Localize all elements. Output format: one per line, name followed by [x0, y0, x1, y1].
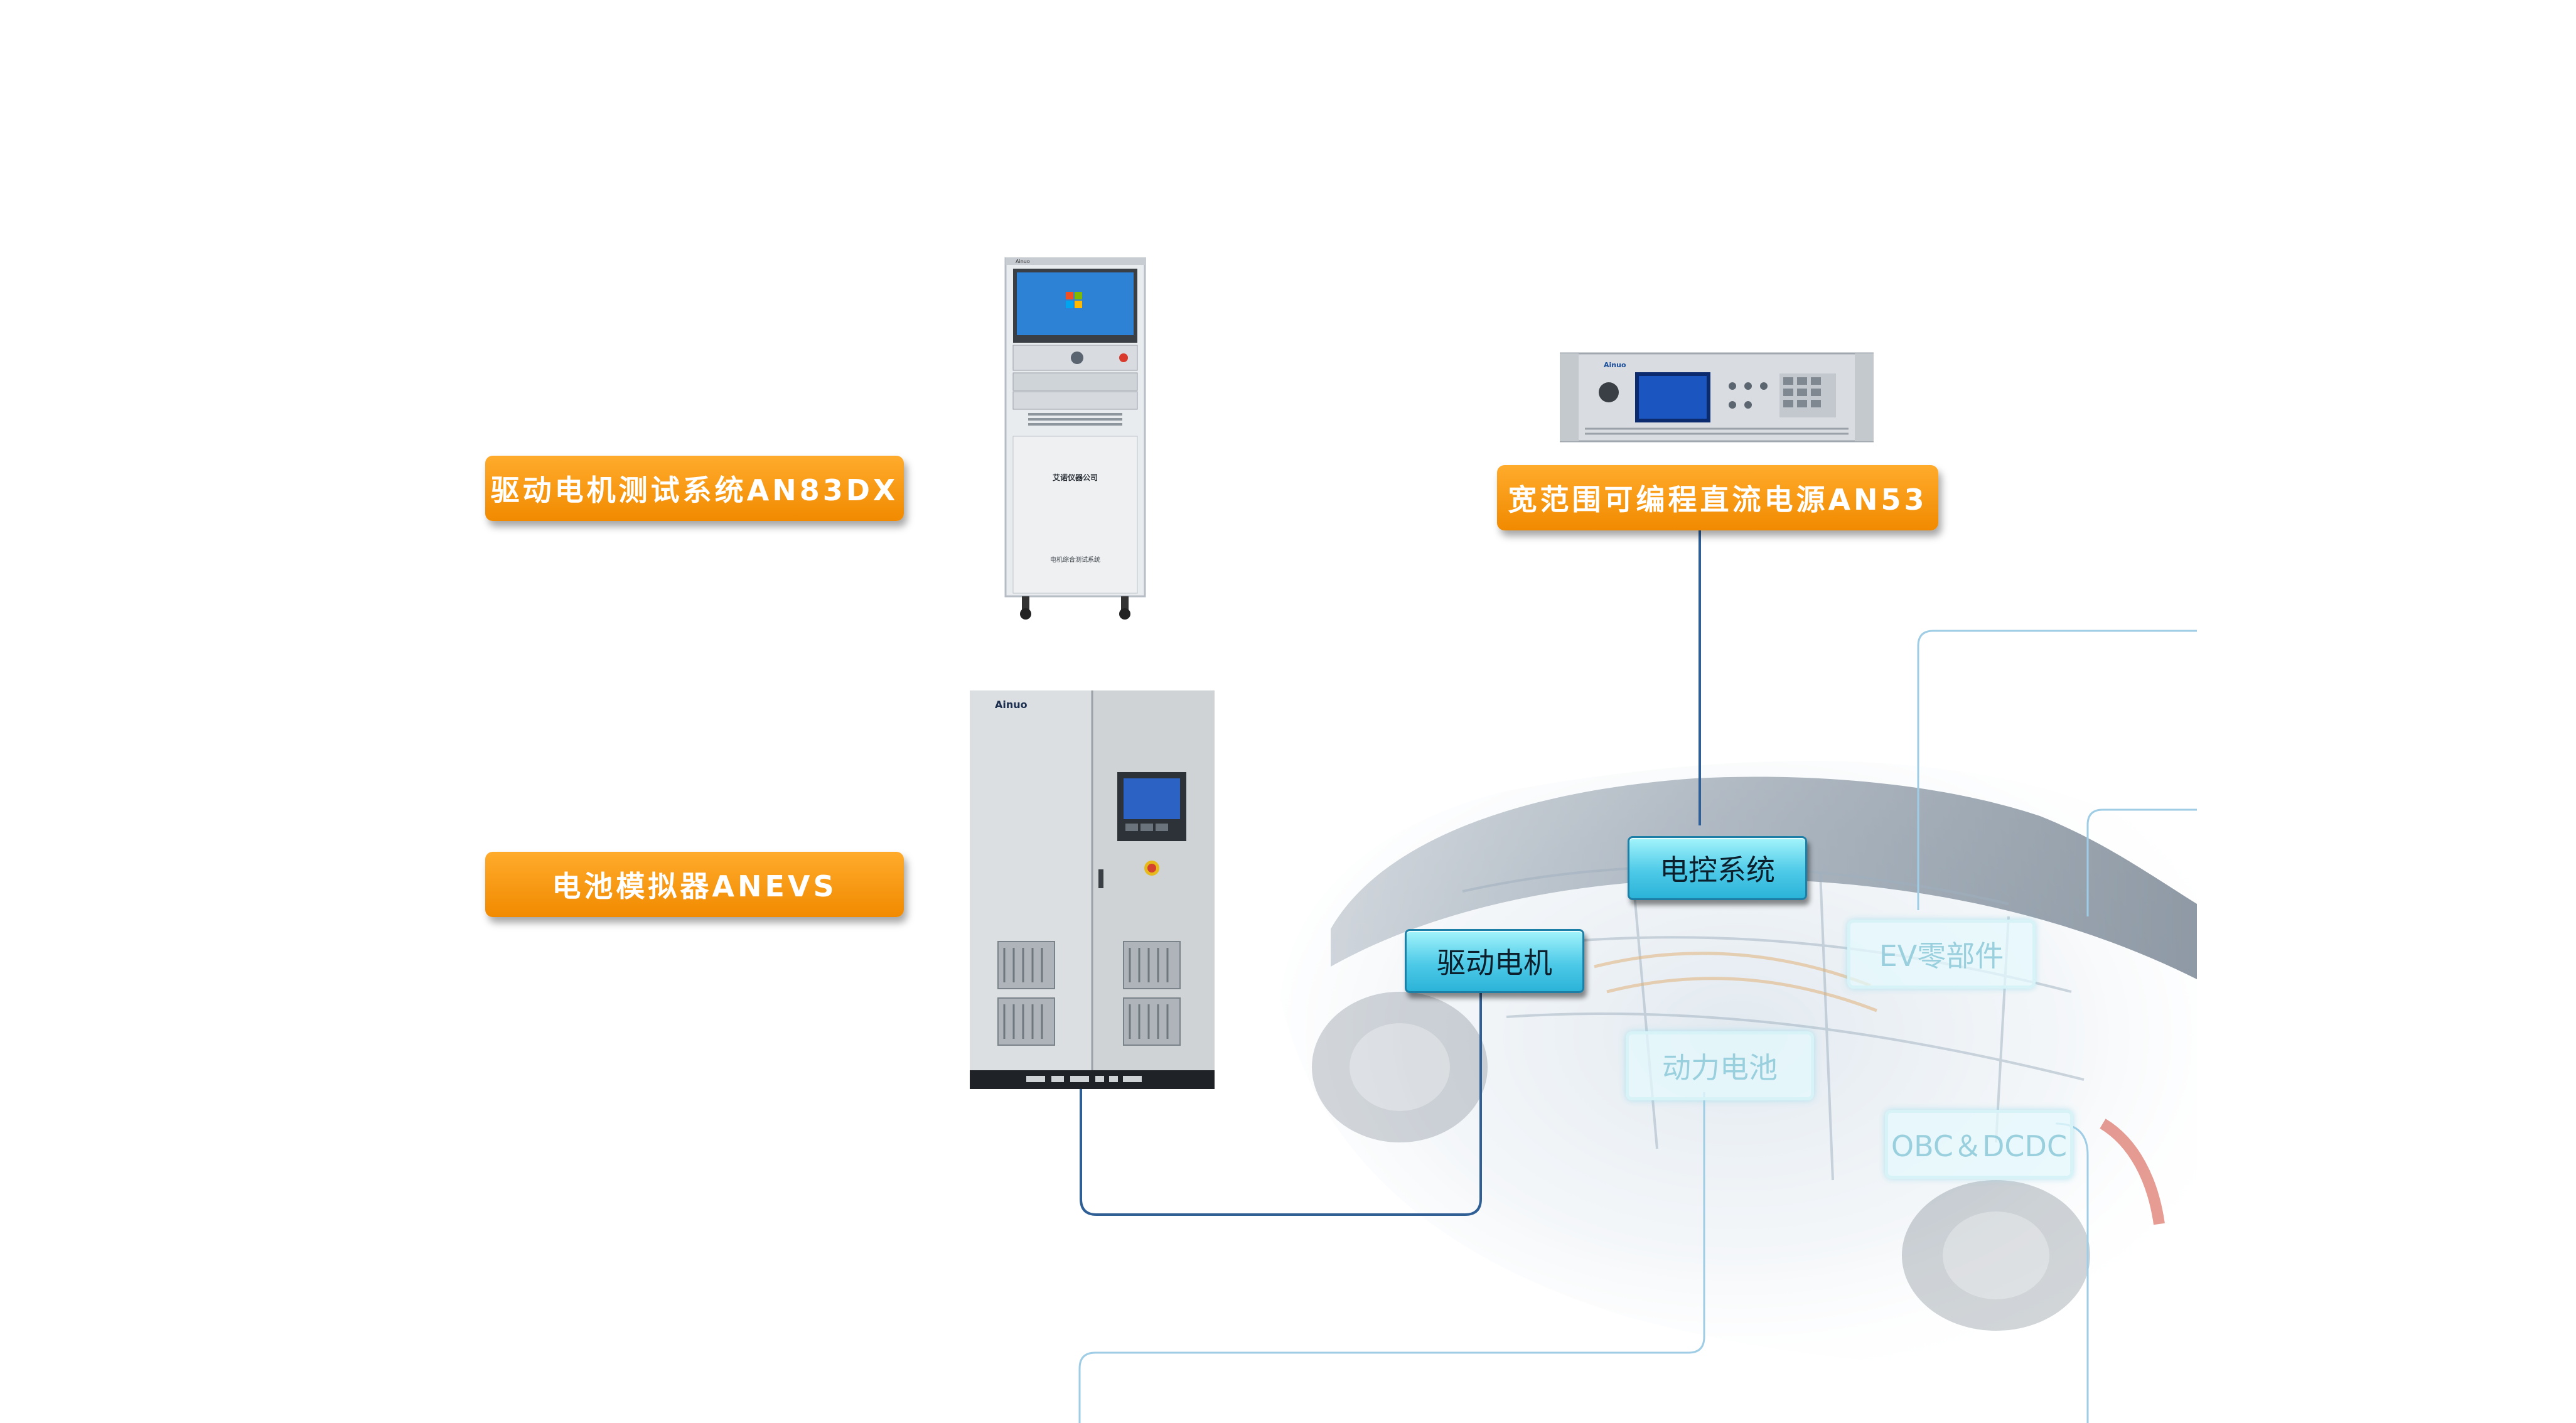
chip-drive-motor[interactable]: 驱动电机	[1405, 929, 1584, 993]
chip-ev-parts[interactable]: EV零部件	[1847, 920, 2036, 989]
cabinet-system-name: 电机综合测试系统	[1050, 556, 1100, 564]
windows-logo-icon	[1066, 292, 1082, 308]
line-ev-parts	[1917, 630, 2197, 910]
line-battery	[1078, 1092, 1705, 1423]
chip-obc-dcdc[interactable]: OBC＆DCDC	[1885, 1110, 2073, 1179]
chip-electronic-control-system[interactable]: 电控系统	[1628, 836, 1807, 900]
power-supply-brand: Ainuo	[1604, 361, 1626, 369]
label-dc-power-supply: 宽范围可编程直流电源AN53	[1497, 465, 1938, 530]
cabinet-company-name: 艾诺仪器公司	[1053, 473, 1098, 482]
cabinet-brand: Ainuo	[1016, 259, 1030, 264]
dc-power-supply-image: Ainuo	[1560, 352, 1874, 443]
motor-test-cabinet-image: Ainuo 艾诺仪器公司 电机综合测试系统	[1004, 257, 1146, 620]
label-motor-test-system: 驱动电机测试系统AN83DX	[485, 456, 904, 521]
simulator-brand: Ainuo	[995, 699, 1028, 711]
battery-simulator-cabinet-image: Ainuo	[970, 690, 1215, 1089]
line-top-right	[2086, 808, 2197, 916]
chip-power-battery[interactable]: 动力电池	[1626, 1031, 1814, 1100]
label-battery-simulator: 电池模拟器ANEVS	[485, 852, 904, 917]
line-simulator-to-motor	[1080, 989, 1482, 1216]
